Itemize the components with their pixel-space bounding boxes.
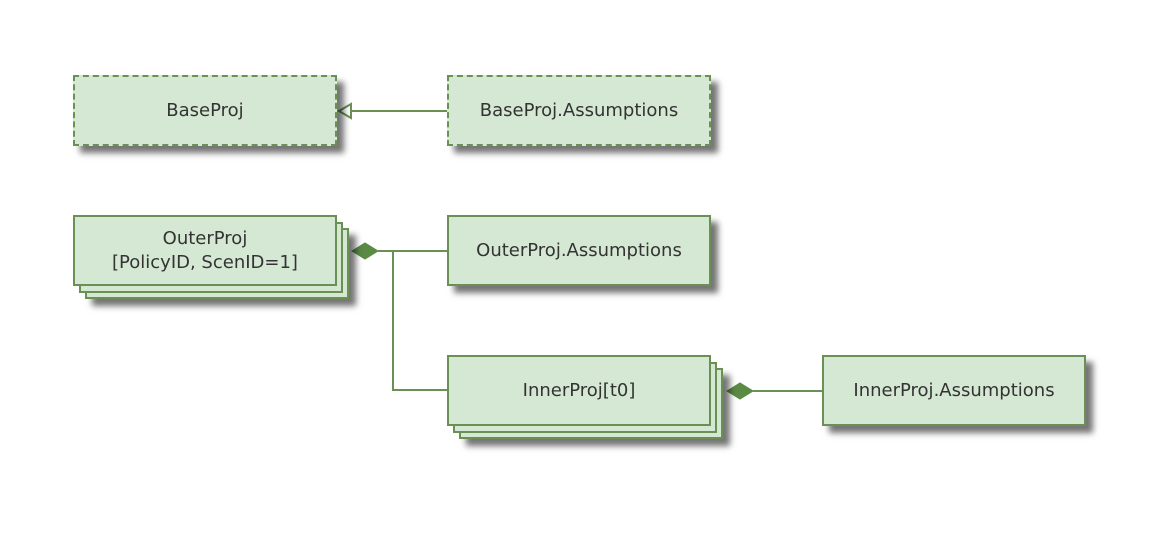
node-inner-proj-assumptions-label: InnerProj.Assumptions [853, 379, 1055, 401]
node-inner-proj[interactable]: InnerProj[t0] [447, 355, 711, 426]
node-outer-proj-label-line2: [PolicyID, ScenID=1] [112, 251, 298, 273]
node-inner-proj-assumptions[interactable]: InnerProj.Assumptions [822, 355, 1086, 426]
inner-to-outer-edge-line [392, 251, 447, 391]
node-outer-proj-label-line1: OuterProj [162, 227, 248, 249]
node-outer-proj-assumptions-label: OuterProj.Assumptions [476, 239, 682, 261]
node-base-proj[interactable]: BaseProj [73, 75, 337, 146]
node-outer-proj-assumptions[interactable]: OuterProj.Assumptions [447, 215, 711, 286]
node-inner-proj-label: InnerProj[t0] [522, 379, 636, 401]
node-base-proj-label: BaseProj [166, 99, 244, 121]
inner-composition-diamond [726, 382, 754, 400]
node-base-proj-assumptions[interactable]: BaseProj.Assumptions [447, 75, 711, 146]
outer-composition-diamond [351, 242, 379, 260]
node-outer-proj[interactable]: OuterProj [PolicyID, ScenID=1] [73, 215, 337, 286]
node-base-proj-assumptions-label: BaseProj.Assumptions [479, 99, 679, 121]
inheritance-arrowhead [337, 102, 352, 120]
